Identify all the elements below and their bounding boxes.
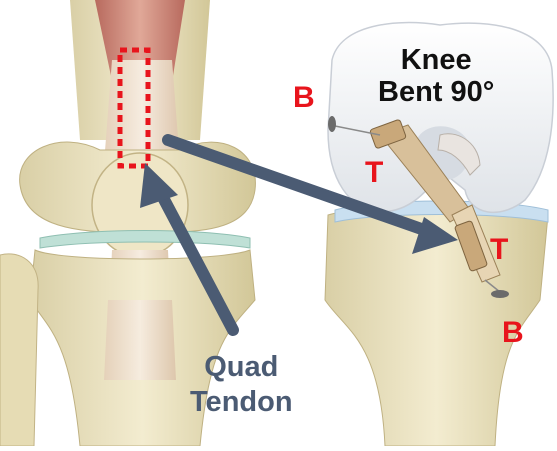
tibial-screw (491, 290, 509, 298)
quad-tendon-label: Quad Tendon (190, 350, 293, 420)
quad-label-line2: Tendon (190, 385, 293, 420)
knee-label-line2: Bent 90° (378, 76, 494, 108)
knee-label-line1: Knee (378, 44, 494, 76)
tibial-tendon-label: T (490, 235, 508, 265)
femoral-bone-label: B (293, 83, 315, 113)
knee-bent-label: Knee Bent 90° (378, 44, 494, 109)
tendon-insertion (104, 300, 176, 380)
fibula (0, 254, 38, 446)
femoral-screw (328, 116, 336, 132)
femoral-tendon-label: T (365, 158, 383, 188)
quad-label-line1: Quad (190, 350, 293, 385)
tibial-bone-label: B (502, 318, 524, 348)
